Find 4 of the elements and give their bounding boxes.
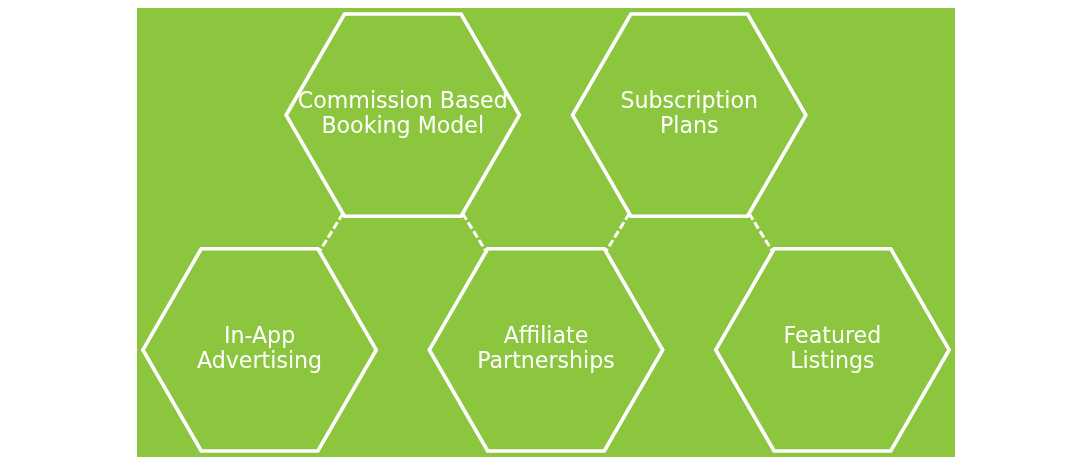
- connector: [747, 212, 774, 253]
- connector: [317, 212, 344, 253]
- connector: [604, 212, 631, 253]
- connector: [460, 212, 487, 253]
